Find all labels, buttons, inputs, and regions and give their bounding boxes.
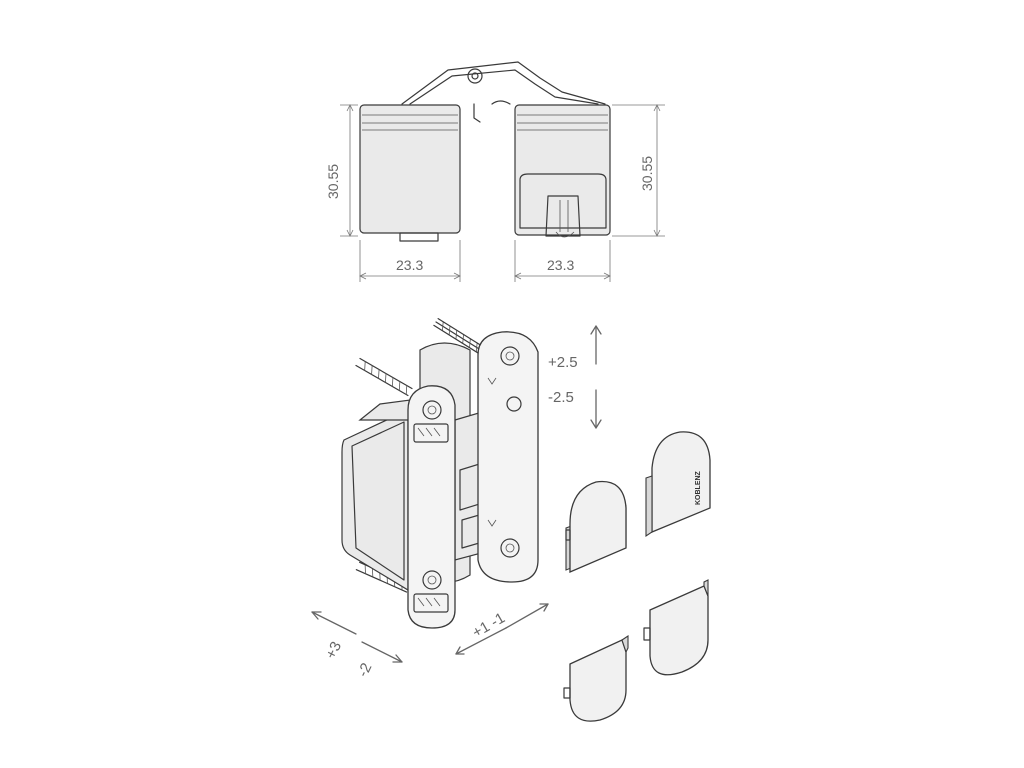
depth-adjust-arrows: +3 -2 — [311, 611, 403, 680]
right-hinge-body — [514, 104, 611, 238]
right-width-label: 23.3 — [547, 257, 574, 273]
left-height-dimension: 30.55 — [325, 104, 358, 237]
cap-top-left — [565, 480, 627, 573]
right-height-dimension: 30.55 — [612, 104, 665, 237]
cap-bottom-left — [563, 634, 629, 722]
screws — [355, 318, 490, 593]
right-height-label: 30.55 — [639, 156, 655, 191]
vertical-plus-label: +2.5 — [548, 354, 578, 371]
isometric-hinge-view: +2.5 -2.5 +3 -2 +1 -1 — [311, 318, 602, 680]
cap-brand-label: KOBLENZ — [695, 470, 702, 505]
cap-bottom-right — [643, 579, 709, 676]
left-hinge-body — [359, 104, 461, 242]
depth-minus-label: -2 — [354, 660, 375, 679]
left-width-label: 23.3 — [396, 257, 423, 273]
hinge-main-body — [341, 409, 409, 592]
cover-caps: KOBLENZ — [563, 431, 711, 722]
left-width-dimension: 23.3 — [359, 240, 461, 282]
left-mounting-plate — [407, 385, 456, 629]
elevation-view: 30.55 30.55 23.3 23.3 — [325, 61, 665, 282]
right-mounting-plate — [477, 331, 539, 583]
cap-top-right: KOBLENZ — [645, 431, 711, 538]
depth-plus-label: +3 — [322, 639, 345, 662]
vertical-adjust-arrows: +2.5 -2.5 — [548, 325, 602, 429]
left-height-label: 30.55 — [325, 164, 341, 199]
vertical-minus-label: -2.5 — [548, 389, 574, 406]
lateral-adjust-arrows: +1 -1 — [455, 603, 549, 655]
right-width-dimension: 23.3 — [514, 240, 611, 282]
